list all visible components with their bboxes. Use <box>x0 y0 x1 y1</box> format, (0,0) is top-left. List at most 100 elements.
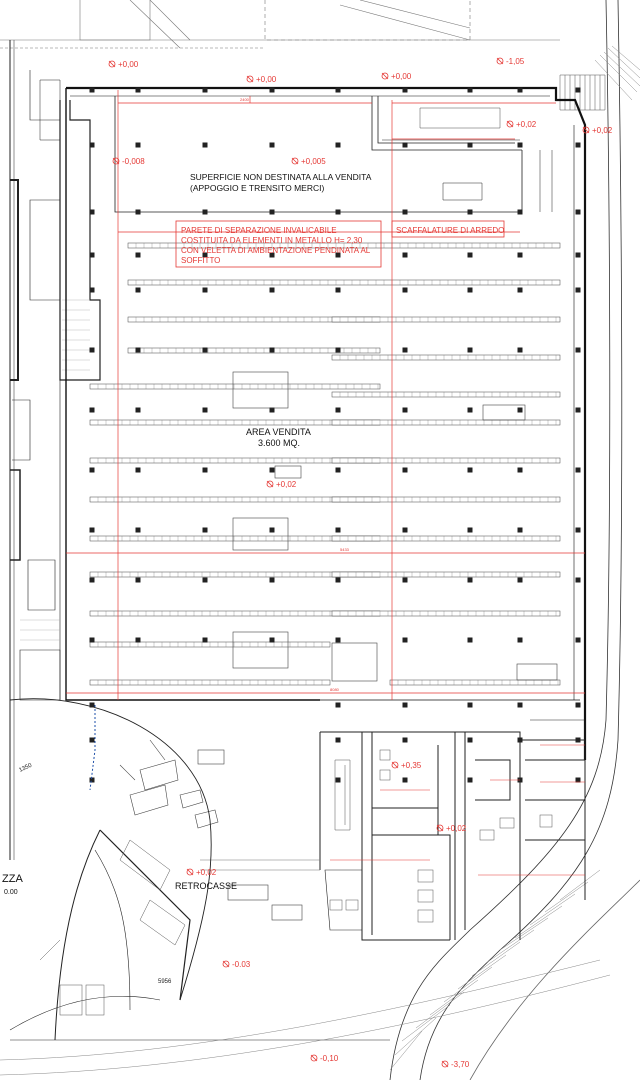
column <box>89 142 95 148</box>
column <box>467 287 473 293</box>
road-edges <box>389 0 640 1080</box>
retrocasse-label: RETROCASSE <box>175 881 237 891</box>
column <box>575 407 581 413</box>
shelf-row <box>331 496 561 503</box>
column <box>335 737 341 743</box>
column <box>335 209 341 215</box>
column <box>467 527 473 533</box>
column <box>402 87 408 93</box>
service-red-marks <box>330 744 585 876</box>
partition-line-3: CON VELETTA DI AMBIENTAZIONE PENDINATA A… <box>181 246 371 255</box>
elevation-label: +0,02 <box>516 120 537 129</box>
column <box>135 347 141 353</box>
column <box>517 527 523 533</box>
shelf-row <box>89 383 381 390</box>
shelf-row <box>331 354 561 361</box>
column <box>89 527 95 533</box>
column <box>202 637 208 643</box>
column <box>467 702 473 708</box>
column <box>402 142 408 148</box>
column <box>269 252 275 258</box>
column <box>467 777 473 783</box>
elevation-marker: -3,70 <box>441 1060 470 1069</box>
column <box>202 252 208 258</box>
column <box>517 209 523 215</box>
column <box>135 637 141 643</box>
column <box>89 252 95 258</box>
partition-line-2: COSTITUITA DA ELEMENTI IN METALLO H= 2,3… <box>181 236 363 245</box>
elevation-marker: +0,02 <box>582 126 613 135</box>
column <box>517 287 523 293</box>
column <box>517 467 523 473</box>
column <box>135 87 141 93</box>
elevation-label: -0,10 <box>320 1054 339 1063</box>
column <box>269 527 275 533</box>
column <box>335 407 341 413</box>
column <box>467 209 473 215</box>
column <box>335 252 341 258</box>
column <box>202 577 208 583</box>
column <box>575 637 581 643</box>
dimension-5433: 5433 <box>340 547 350 552</box>
elevation-marker: +0,005 <box>291 157 326 166</box>
shelving-rows <box>89 242 561 686</box>
dimension-2400: 2400 <box>240 97 250 102</box>
column <box>89 87 95 93</box>
column <box>517 637 523 643</box>
elevation-marker: -0.03 <box>222 960 251 969</box>
column <box>402 577 408 583</box>
column <box>335 702 341 708</box>
column <box>269 347 275 353</box>
column <box>269 637 275 643</box>
shelf-row <box>389 679 561 686</box>
column <box>467 737 473 743</box>
column <box>202 347 208 353</box>
elevation-label: +0,00 <box>118 60 139 69</box>
elevation-label: -0,008 <box>122 157 145 166</box>
column <box>89 737 95 743</box>
elevation-marker: +0,00 <box>246 75 277 84</box>
column <box>269 577 275 583</box>
column <box>517 87 523 93</box>
column <box>467 87 473 93</box>
column <box>575 142 581 148</box>
column <box>202 209 208 215</box>
left-wing-grid <box>20 299 90 641</box>
road-hatching <box>389 45 640 1071</box>
elevation-marker: -0,10 <box>310 1054 339 1063</box>
piazza-zone <box>0 698 611 1076</box>
sales-area-title: AREA VENDITA <box>246 427 311 437</box>
elevation-label: +0,02 <box>196 868 217 877</box>
elevation-marker: +0,00 <box>381 72 412 81</box>
partition-annotation: PARETE DI SEPARAZIONE INVALICABILE COSTI… <box>175 220 382 268</box>
dimension-lines <box>66 90 585 700</box>
column <box>89 702 95 708</box>
elevation-marker: +0,02 <box>436 824 467 833</box>
column <box>335 87 341 93</box>
sales-area-subtitle: 3.600 MQ. <box>258 438 300 448</box>
column <box>135 407 141 413</box>
column <box>135 142 141 148</box>
shelf-row <box>127 347 381 354</box>
column <box>202 467 208 473</box>
column <box>89 347 95 353</box>
column <box>517 702 523 708</box>
shelf-row <box>89 641 331 648</box>
elevation-label: +0,00 <box>256 75 277 84</box>
elevation-marker: -0,008 <box>112 157 145 166</box>
column <box>202 287 208 293</box>
dimension-1350: 1350 <box>18 762 33 773</box>
column <box>575 777 581 783</box>
dimension-8080: 8080 <box>330 687 340 692</box>
elevation-label: -3,70 <box>451 1060 470 1069</box>
column <box>135 252 141 258</box>
column <box>335 347 341 353</box>
shelf-row <box>89 679 331 686</box>
column <box>467 637 473 643</box>
column <box>89 577 95 583</box>
elevation-marker: +0,02 <box>266 480 297 489</box>
column <box>135 467 141 473</box>
column <box>575 702 581 708</box>
shelf-row <box>127 242 561 249</box>
